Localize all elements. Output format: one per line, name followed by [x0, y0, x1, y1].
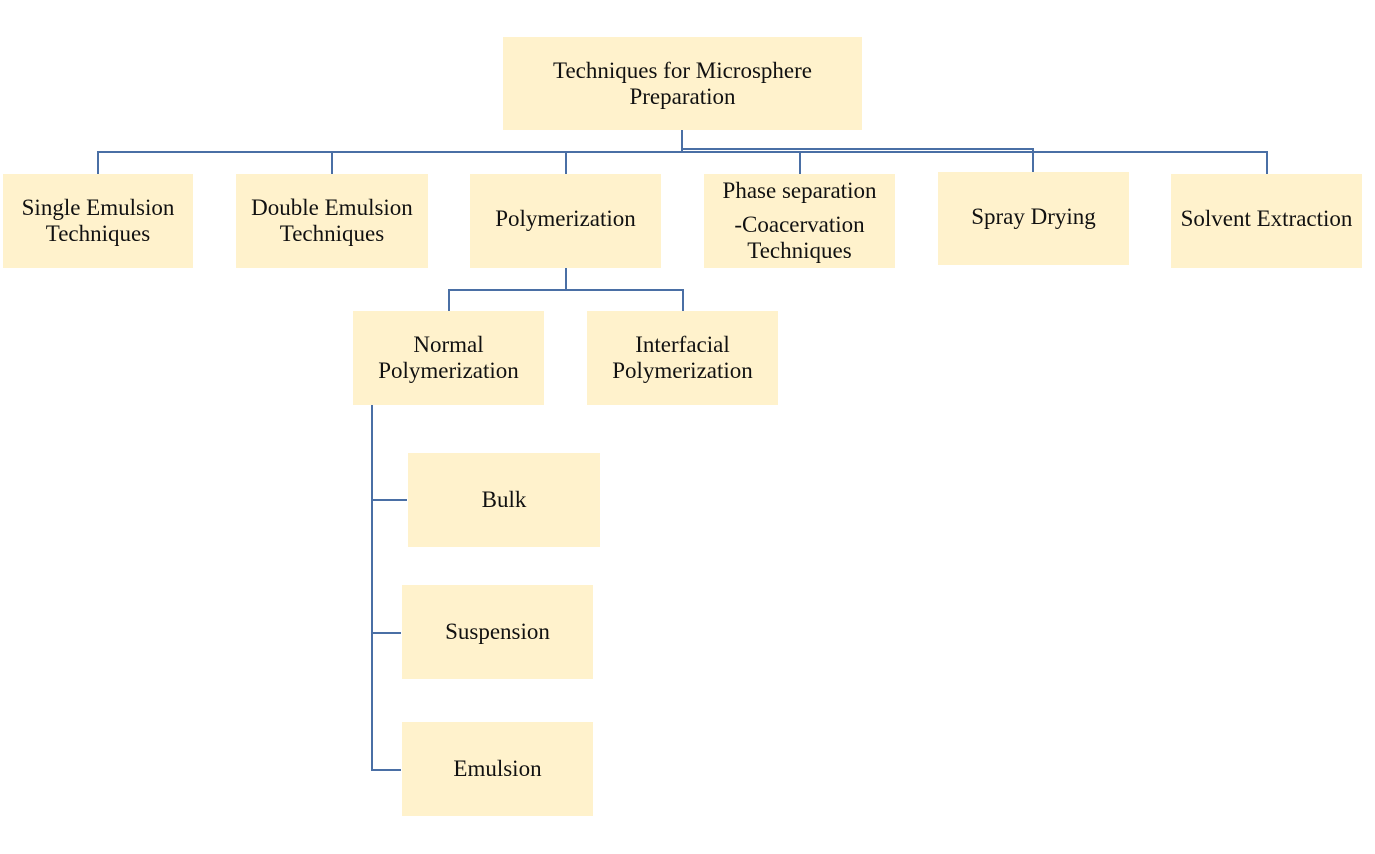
node-text-line: Techniques: [45, 221, 151, 246]
node-text-line: Emulsion: [453, 756, 542, 781]
node-text-line: Phase separation: [722, 178, 877, 203]
node-emulsion: Emulsion: [402, 722, 593, 816]
node-polymerization: Polymerization: [470, 174, 661, 268]
node-double-emulsion-techniques: Double Emulsion Techniques: [236, 174, 428, 268]
node-text-line: Polymerization: [495, 205, 636, 231]
node-bulk: Bulk: [408, 453, 600, 547]
node-text-line: Bulk: [481, 487, 527, 512]
node-text-line: Normal: [413, 332, 484, 357]
node-phase-separation-coacervation: Phase separation -Coacervation Technique…: [704, 174, 895, 268]
node-text-line: Techniques: [279, 221, 385, 246]
node-text-line: Preparation: [629, 83, 736, 109]
node-techniques-for-microsphere-preparation: Techniques for Microsphere Preparation: [503, 37, 862, 130]
node-text-line: -Coacervation: [734, 212, 865, 237]
node-text-line: Single Emulsion: [21, 195, 175, 220]
node-text-line: Polymerization: [612, 358, 753, 383]
node-text-line: Solvent Extraction: [1180, 205, 1353, 231]
node-text-line: Techniques for Microsphere: [553, 57, 812, 83]
node-text-line: Double Emulsion: [251, 195, 413, 220]
node-interfacial-polymerization: Interfacial Polymerization: [587, 311, 778, 405]
node-single-emulsion-techniques: Single Emulsion Techniques: [3, 174, 193, 268]
node-text-line: Spray Drying: [971, 203, 1096, 229]
node-spray-drying: Spray Drying: [938, 172, 1129, 265]
node-text-line: Interfacial: [635, 332, 730, 357]
node-solvent-extraction: Solvent Extraction: [1171, 174, 1362, 268]
node-text-line: Polymerization: [378, 358, 519, 383]
node-suspension: Suspension: [402, 585, 593, 679]
node-text-line: Techniques: [747, 238, 852, 263]
node-normal-polymerization: Normal Polymerization: [353, 311, 544, 405]
node-text-line: Suspension: [445, 619, 550, 644]
